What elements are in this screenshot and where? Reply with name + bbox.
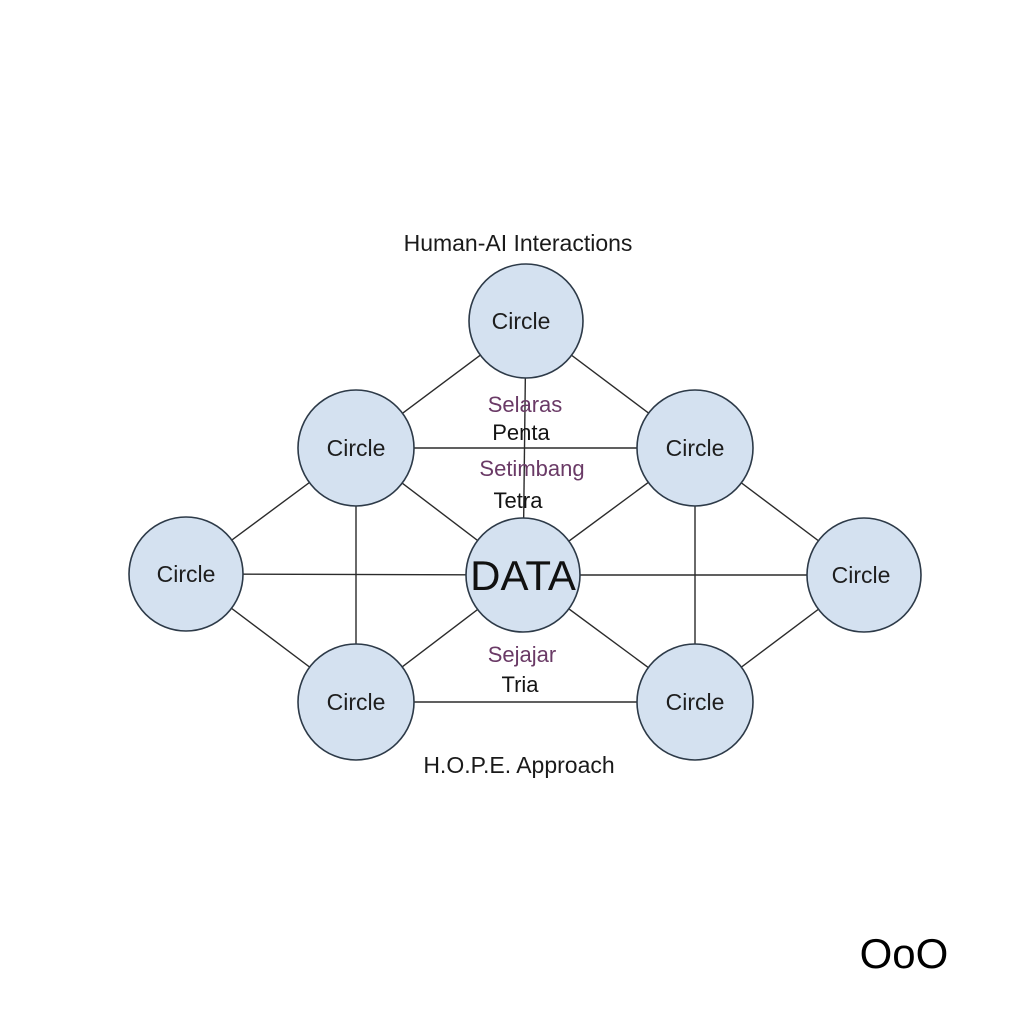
node-left: Circle [128, 516, 244, 632]
diagram-title: Human-AI Interactions [404, 230, 633, 256]
label-penta: Penta [492, 420, 550, 445]
label-selaras: Selaras [488, 392, 563, 417]
brand-logo: OoO [860, 930, 949, 977]
node-center-data: DATA [465, 517, 581, 633]
node-right: Circle [806, 517, 922, 633]
node-top-label: Circle [492, 308, 551, 334]
node-lower-right: Circle [636, 643, 754, 761]
node-lower-left-label: Circle [327, 689, 386, 715]
node-lower-left: Circle [297, 643, 415, 761]
node-upper-right-label: Circle [666, 435, 725, 461]
node-center-label: DATA [470, 552, 576, 599]
node-left-label: Circle [157, 561, 216, 587]
node-upper-left-label: Circle [327, 435, 386, 461]
node-upper-right: Circle [636, 389, 754, 507]
node-top: Circle [468, 263, 584, 379]
label-setimbang: Setimbang [479, 456, 584, 481]
label-sejajar: Sejajar [488, 642, 556, 667]
node-upper-left: Circle [297, 389, 415, 507]
diagram-subtitle: H.O.P.E. Approach [423, 752, 614, 778]
label-tria: Tria [501, 672, 539, 697]
node-right-label: Circle [832, 562, 891, 588]
label-tetra: Tetra [494, 488, 544, 513]
node-lower-right-label: Circle [666, 689, 725, 715]
